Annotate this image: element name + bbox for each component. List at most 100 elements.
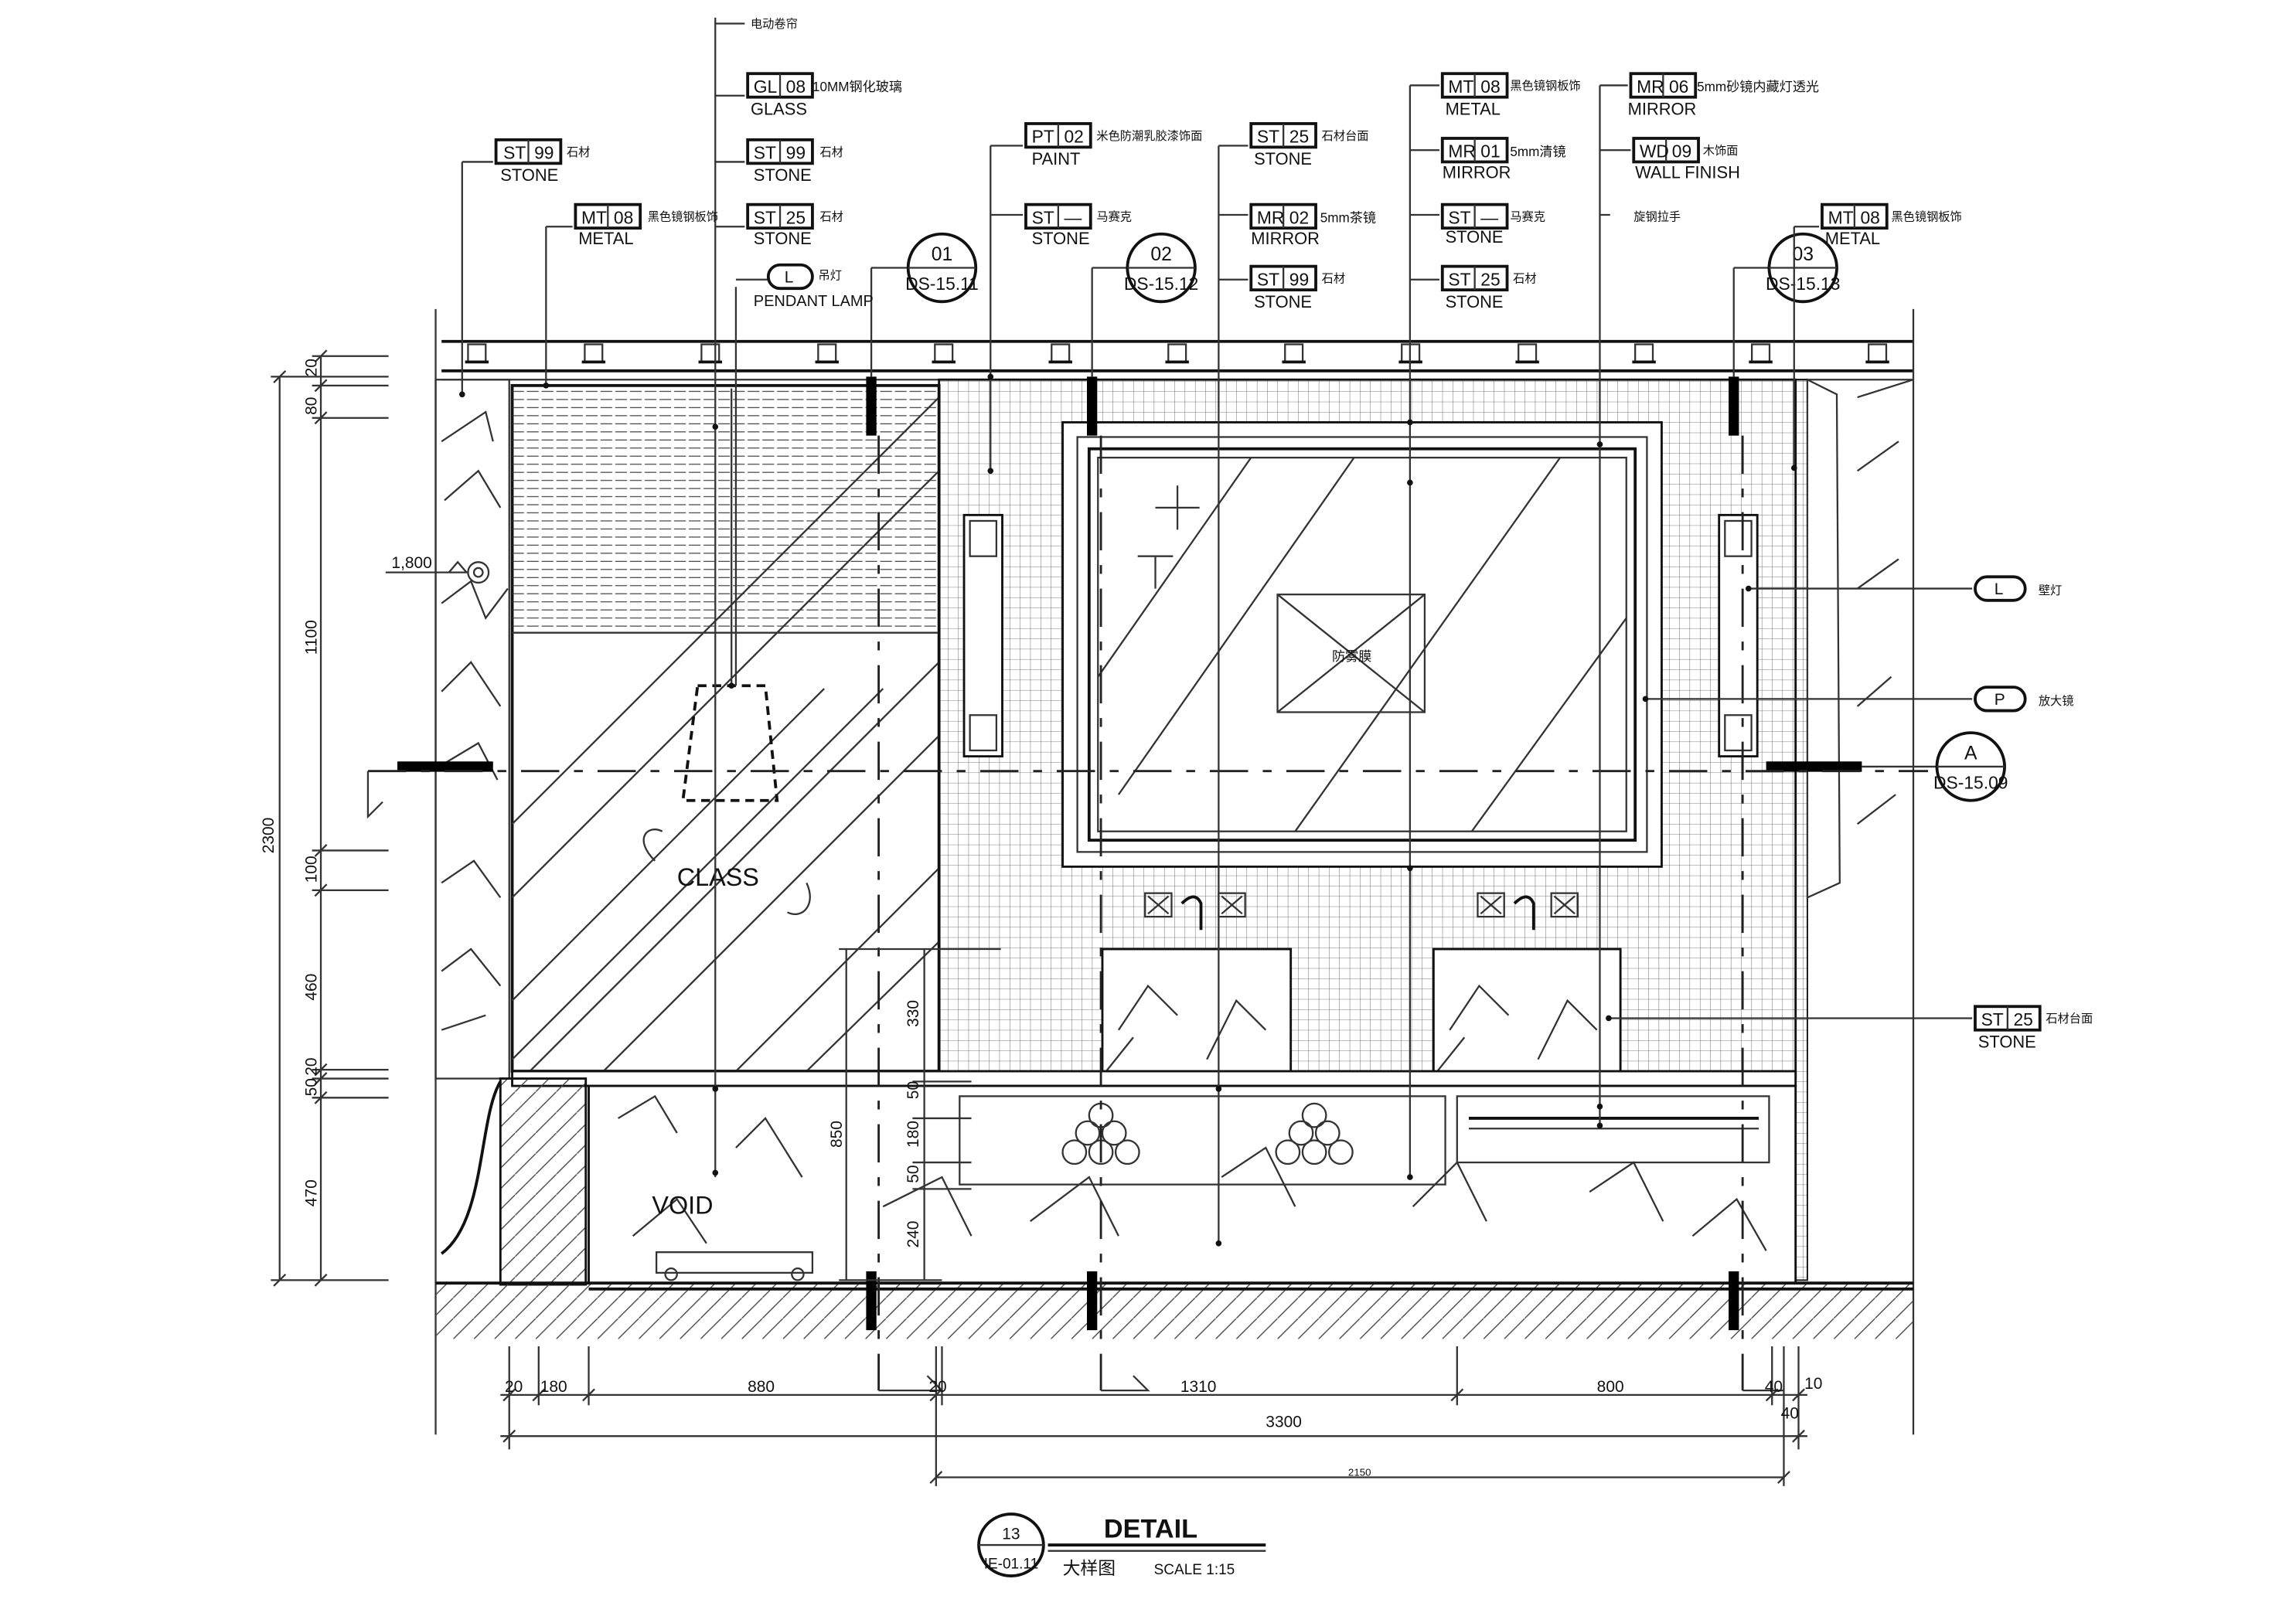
svg-text:50: 50 [904, 1165, 922, 1182]
svg-text:02: 02 [1289, 207, 1309, 227]
svg-text:02: 02 [1064, 127, 1083, 147]
svg-text:METAL: METAL [578, 229, 633, 248]
svg-text:MR: MR [1637, 77, 1664, 97]
svg-text:石材: 石材 [567, 146, 590, 159]
svg-text:08: 08 [1480, 77, 1500, 97]
svg-text:马赛克: 马赛克 [1096, 210, 1132, 224]
svg-text:PENDANT LAMP: PENDANT LAMP [754, 293, 874, 310]
leader-dot [987, 373, 994, 380]
faucet-right [1477, 892, 1579, 931]
svg-text:ST: ST [1981, 1009, 2004, 1029]
void-text: VOID [652, 1192, 713, 1220]
class-text: CLASS [677, 863, 759, 891]
svg-text:马赛克: 马赛克 [1510, 210, 1545, 224]
svg-text:20: 20 [928, 1378, 946, 1396]
right-stone-column [434, 308, 1915, 1435]
leader-dot [1790, 464, 1797, 471]
svg-text:MT: MT [581, 207, 607, 227]
svg-text:PT: PT [1032, 127, 1054, 147]
svg-text:GLASS: GLASS [751, 100, 807, 119]
svg-text:STONE: STONE [754, 165, 812, 185]
svg-text:放大镜: 放大镜 [2039, 694, 2074, 708]
svg-text:01: 01 [932, 244, 953, 265]
svg-text:08: 08 [614, 207, 633, 227]
leader-dot [1215, 1240, 1222, 1247]
callout-pt02: PT 02 米色防潮乳胶漆饰面 PAINT [990, 122, 1202, 168]
svg-text:STONE: STONE [500, 165, 558, 185]
ceiling [441, 339, 1913, 381]
svg-text:DS-15.12: DS-15.12 [1124, 274, 1198, 294]
svg-text:40: 40 [1781, 1404, 1799, 1422]
svg-text:06: 06 [1669, 77, 1688, 97]
leader-dot [1596, 1103, 1603, 1110]
downlight-icon [1515, 343, 1539, 364]
section-cuts [366, 376, 1929, 1392]
svg-text:WALL FINISH: WALL FINISH [1635, 162, 1740, 182]
svg-text:旋钢拉手: 旋钢拉手 [1633, 211, 1681, 224]
svg-text:石材: 石材 [1513, 273, 1536, 286]
leader-dots [459, 373, 1797, 1247]
detail-title: DETAIL [1104, 1515, 1197, 1544]
svg-text:40: 40 [1765, 1378, 1783, 1396]
svg-text:20: 20 [505, 1378, 523, 1396]
pendant-lamp [681, 388, 779, 802]
svg-text:2150: 2150 [1348, 1467, 1371, 1478]
svg-text:黑色镜钢板饰: 黑色镜钢板饰 [648, 210, 718, 224]
downlight-icon [1865, 343, 1889, 364]
faucet-left [1144, 892, 1246, 931]
svg-text:100: 100 [302, 856, 320, 883]
svg-text:STONE: STONE [1446, 292, 1504, 311]
callout-mt08-c: MT 08 黑色镜钢板饰 METAL [1794, 202, 1962, 248]
svg-text:木饰面: 木饰面 [1703, 145, 1739, 158]
left-stone-column [434, 379, 510, 1080]
svg-text:GL: GL [754, 77, 777, 97]
svg-text:壁灯: 壁灯 [2039, 584, 2062, 597]
svg-text:1100: 1100 [302, 620, 320, 655]
svg-text:25: 25 [786, 207, 806, 227]
downlight-icon [932, 343, 956, 364]
svg-text:10: 10 [1804, 1375, 1822, 1393]
callout-mt08-a: MT 08 黑色镜钢板饰 METAL [546, 202, 718, 248]
towel-rolls-right [1275, 1102, 1354, 1165]
downlight-icon [1749, 343, 1773, 364]
mirror: 防雾膜 [1061, 421, 1663, 868]
callout-wall-lamp: L 壁灯 [1974, 575, 2062, 602]
callout-st99-a: ST 99 石材 STONE [462, 138, 590, 185]
svg-text:ST: ST [754, 207, 776, 227]
leader-dot [459, 391, 465, 398]
svg-text:460: 460 [302, 974, 320, 1001]
svg-text:MIRROR: MIRROR [1251, 229, 1320, 248]
level-mark: 1,800 [391, 554, 431, 572]
svg-text:METAL: METAL [1825, 229, 1880, 248]
callout-st25-d: ST 25 石材台面 STONE [1974, 1005, 2093, 1052]
svg-text:180: 180 [904, 1121, 922, 1148]
leader-dot [1407, 419, 1413, 426]
svg-text:08: 08 [1860, 207, 1879, 227]
callout-mt08-b: MT 08 黑色镜钢板饰 METAL [1409, 72, 1581, 119]
leader-dot [987, 468, 994, 475]
leader-dot [728, 682, 735, 689]
downlight-icon [1282, 343, 1306, 364]
svg-text:99: 99 [534, 143, 554, 163]
section-ref-01: 01 DS-15.11 [870, 232, 979, 377]
leader-dot [1215, 1086, 1222, 1092]
downlight-row [465, 343, 1889, 364]
svg-text:STONE: STONE [1254, 292, 1312, 311]
svg-text:3300: 3300 [1266, 1414, 1302, 1431]
horizontal-dimensions: 20 180 880 20 1310 800 40 10 40 3300 215… [500, 1346, 1822, 1486]
svg-text:MR: MR [1257, 207, 1285, 227]
svg-text:A: A [1964, 743, 1977, 764]
svg-text:800: 800 [1597, 1378, 1624, 1396]
callout-st-mosaic-a: ST — 马赛克 STONE [990, 202, 1132, 248]
svg-text:ST: ST [1448, 269, 1470, 289]
callout-pendant-lamp: L 吊灯 PENDANT LAMP [735, 263, 874, 310]
leader-dot [543, 383, 550, 389]
callout-mr06: MR 06 5mm砂镜内藏灯透光 MIRROR [1599, 72, 1819, 119]
svg-text:20: 20 [302, 359, 320, 376]
callout-st25-b: ST 25 石材台面 STONE [1218, 122, 1369, 168]
callout-mr02: MR 02 5mm茶镜 MIRROR [1218, 202, 1376, 248]
callout-st99-b: ST 99 石材 STONE [746, 138, 843, 185]
callout-st-mosaic-b: ST — 马赛克 STONE [1409, 202, 1545, 247]
leader-dot [712, 1169, 719, 1176]
